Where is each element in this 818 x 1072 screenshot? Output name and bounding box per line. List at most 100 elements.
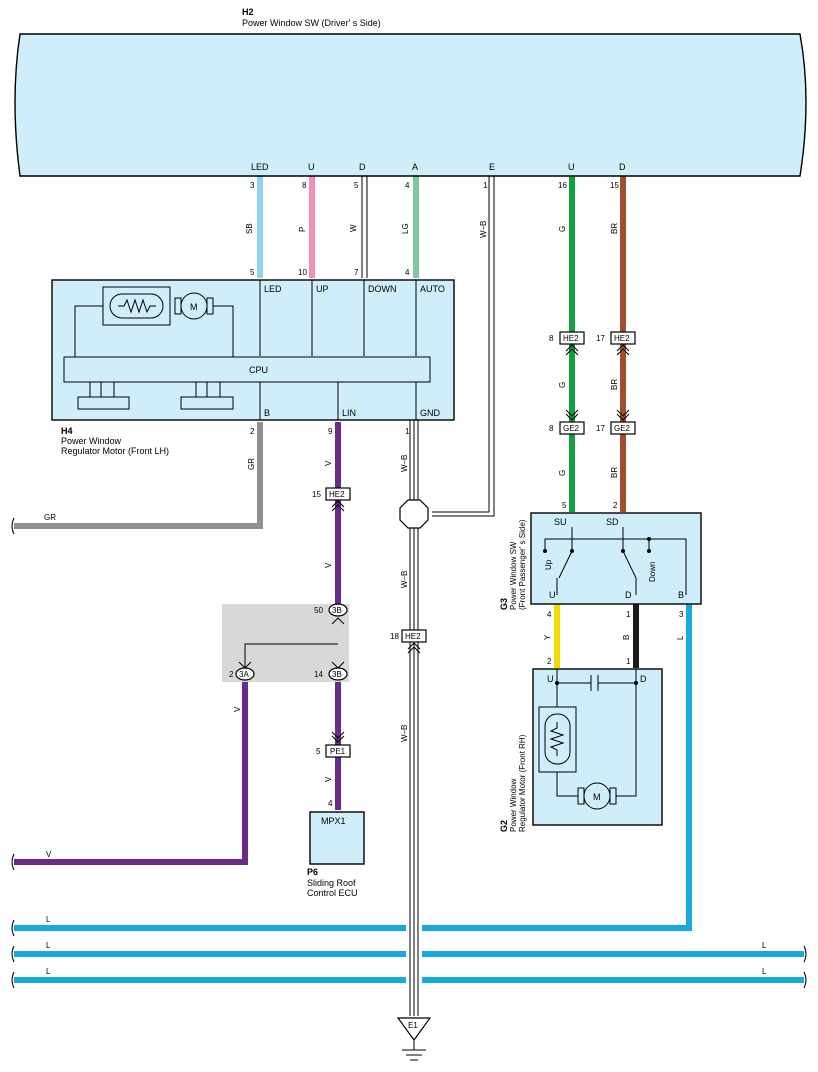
label-gr-h: GR xyxy=(44,513,56,522)
h2-pin-a: A xyxy=(412,162,418,172)
label-l-1: L xyxy=(46,915,51,924)
svg-text:3B: 3B xyxy=(332,606,342,615)
svg-text:PE1: PE1 xyxy=(330,747,346,756)
svg-text:3: 3 xyxy=(679,610,684,619)
svg-text:E1: E1 xyxy=(408,1021,418,1030)
connector-he2-br: HE2 17 xyxy=(596,331,636,356)
label-wb-2: W–B xyxy=(400,571,409,588)
svg-text:HE2: HE2 xyxy=(563,334,579,343)
label-gr-v: GR xyxy=(247,458,256,470)
svg-text:8: 8 xyxy=(549,334,554,343)
h4-cpu-label: CPU xyxy=(249,365,268,375)
h4-pin-b: B xyxy=(264,408,270,418)
svg-text:U: U xyxy=(549,590,556,600)
svg-text:D: D xyxy=(640,674,647,684)
svg-text:2: 2 xyxy=(229,670,234,679)
svg-text:Regulator Motor (Front RH): Regulator Motor (Front RH) xyxy=(518,734,527,832)
svg-text:2: 2 xyxy=(613,501,618,510)
h2-pin-u2: U xyxy=(568,162,575,172)
label-g-1: G xyxy=(558,226,567,232)
h2-pin-d2: D xyxy=(619,162,626,172)
lower-wire-labels: GR GR V V V V V W–B W–B W–B G G BR BR Y … xyxy=(44,379,767,976)
svg-text:14: 14 xyxy=(314,670,323,679)
wire-wb-e xyxy=(432,176,495,517)
svg-text:18: 18 xyxy=(390,632,399,641)
label-wb-e: W–B xyxy=(479,221,488,238)
svg-text:G2: G2 xyxy=(499,820,509,832)
label-br-3: BR xyxy=(610,467,619,478)
connector-he2-wb: HE2 18 xyxy=(390,629,427,654)
connector-pe1: PE1 5 xyxy=(316,731,351,758)
h4-pin-gnd: GND xyxy=(420,408,441,418)
svg-text:5: 5 xyxy=(562,501,567,510)
h4-code: H4 xyxy=(61,426,73,436)
label-l-2r: L xyxy=(762,941,767,950)
label-g-3: G xyxy=(558,470,567,476)
label-v-3: V xyxy=(324,776,333,782)
label-wb-3: W–B xyxy=(400,725,409,742)
svg-text:GE2: GE2 xyxy=(563,424,580,433)
h2-name: Power Window SW (Driver' s Side) xyxy=(242,18,381,28)
ground-e1: E1 xyxy=(396,1017,432,1061)
label-y: Y xyxy=(543,634,552,640)
h4-pin-auto: AUTO xyxy=(420,284,445,294)
svg-text:SD: SD xyxy=(606,517,619,527)
svg-text:SU: SU xyxy=(554,517,567,527)
connector-ge2-g: GE2 8 xyxy=(549,409,585,435)
svg-text:17: 17 xyxy=(596,424,605,433)
svg-text:3B: 3B xyxy=(332,670,342,679)
label-v-1: V xyxy=(324,460,333,466)
h4-num-4: 4 xyxy=(405,268,410,277)
h4-name-1: Power Window xyxy=(61,436,122,446)
svg-text:8: 8 xyxy=(549,424,554,433)
connector-he2-g: HE2 8 xyxy=(549,331,585,356)
svg-text:1: 1 xyxy=(626,657,631,666)
svg-text:B: B xyxy=(678,590,684,600)
label-v-2: V xyxy=(324,562,333,568)
svg-text:Control ECU: Control ECU xyxy=(307,888,358,898)
h2-num-5: 5 xyxy=(354,181,359,190)
svg-text:3A: 3A xyxy=(239,670,249,679)
wires xyxy=(11,176,807,1016)
h2-pin-d: D xyxy=(359,162,366,172)
svg-text:17: 17 xyxy=(596,334,605,343)
g3-power-window-switch-passenger: 5 2 SU SD Up Down U D B 4 1 3 G3 Power W… xyxy=(499,501,702,619)
h2-num-4: 4 xyxy=(405,181,410,190)
svg-text:Power Window SW: Power Window SW xyxy=(509,541,518,610)
svg-text:5: 5 xyxy=(316,747,321,756)
h4-num-1: 1 xyxy=(405,427,410,436)
h4-pin-up: UP xyxy=(316,284,329,294)
h2-pin-e: E xyxy=(489,162,495,172)
svg-text:4: 4 xyxy=(547,610,552,619)
h4-num-10: 10 xyxy=(298,268,307,277)
h2-num-16: 16 xyxy=(558,181,567,190)
svg-text:Sliding Roof: Sliding Roof xyxy=(307,878,356,888)
label-v-h: V xyxy=(46,850,52,859)
wire-l-g3 xyxy=(14,604,692,931)
svg-text:MPX1: MPX1 xyxy=(321,816,346,826)
h4-pin-down: DOWN xyxy=(368,284,397,294)
h2-num-1: 1 xyxy=(483,181,488,190)
label-wb-1: W–B xyxy=(400,455,409,472)
h4-pin-led: LED xyxy=(264,284,282,294)
h4-regulator-motor-front-lh: 5 10 7 4 LED UP DOWN AUTO M CPU xyxy=(51,268,455,456)
h2-num-15: 15 xyxy=(610,181,619,190)
splice-point xyxy=(399,499,429,529)
junction-block: 3B 50 3A 2 3B 14 xyxy=(222,603,349,682)
svg-text:2: 2 xyxy=(547,657,552,666)
label-v-4: V xyxy=(233,706,242,712)
h4-motor-label: M xyxy=(190,302,198,312)
p6-sliding-roof-control-ecu: 4 MPX1 P6 Sliding Roof Control ECU xyxy=(307,799,365,898)
h4-num-7: 7 xyxy=(354,268,359,277)
svg-text:U: U xyxy=(547,674,554,684)
svg-text:HE2: HE2 xyxy=(329,490,345,499)
svg-text:P6: P6 xyxy=(307,867,318,877)
h2-num-8: 8 xyxy=(302,181,307,190)
svg-text:Down: Down xyxy=(648,562,657,582)
h4-num-2: 2 xyxy=(250,427,255,436)
label-br-1: BR xyxy=(610,223,619,234)
svg-text:4: 4 xyxy=(328,799,333,808)
svg-text:G3: G3 xyxy=(499,598,509,610)
h4-name-2: Regulator Motor (Front LH) xyxy=(61,446,169,456)
